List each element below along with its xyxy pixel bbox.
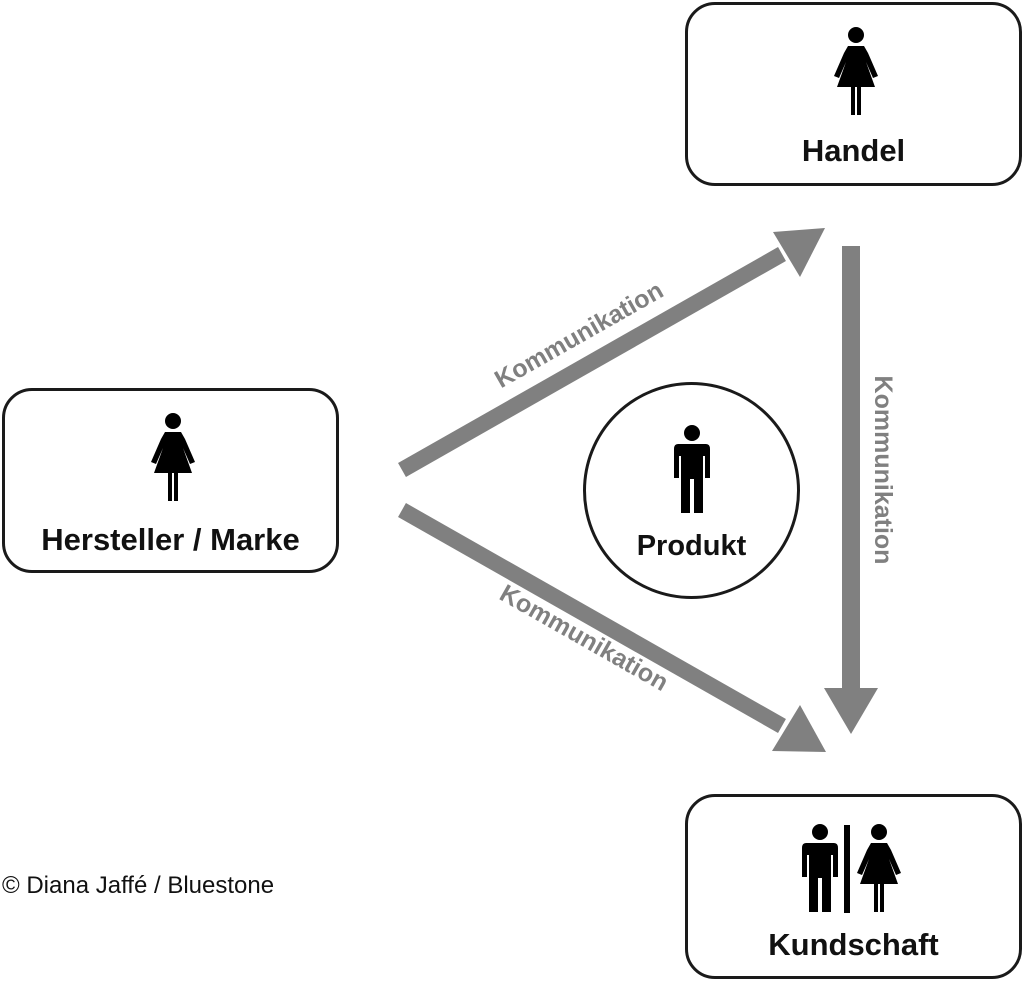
node-label: Produkt — [636, 530, 747, 562]
copyright-text: © Diana Jaffé / Bluestone — [2, 872, 275, 899]
man-woman-icon — [798, 822, 908, 917]
man-icon — [802, 824, 838, 912]
node-customers: Kundschaft — [685, 794, 1022, 979]
divider-bar — [844, 825, 850, 913]
arrow-shaft — [398, 503, 786, 733]
arrowhead — [772, 705, 826, 752]
arrow-shaft — [398, 247, 786, 477]
node-retail: Handel — [685, 2, 1022, 186]
man-icon — [674, 425, 710, 513]
arrowhead — [773, 228, 825, 277]
woman-icon — [834, 27, 878, 115]
edge-label: Kommunikation — [495, 579, 673, 697]
arrow-retail-to-customers: Kommunikation — [824, 246, 897, 734]
node-manufacturer: Hersteller / Marke — [2, 388, 339, 573]
woman-icon — [857, 824, 901, 912]
edge-label: Kommunikation — [869, 376, 897, 565]
node-label: Kundschaft — [768, 927, 939, 962]
node-label: Handel — [801, 133, 906, 168]
arrowhead — [824, 688, 878, 734]
node-label: Hersteller / Marke — [41, 522, 300, 557]
woman-icon — [151, 413, 195, 501]
node-product: Produkt — [583, 382, 800, 599]
